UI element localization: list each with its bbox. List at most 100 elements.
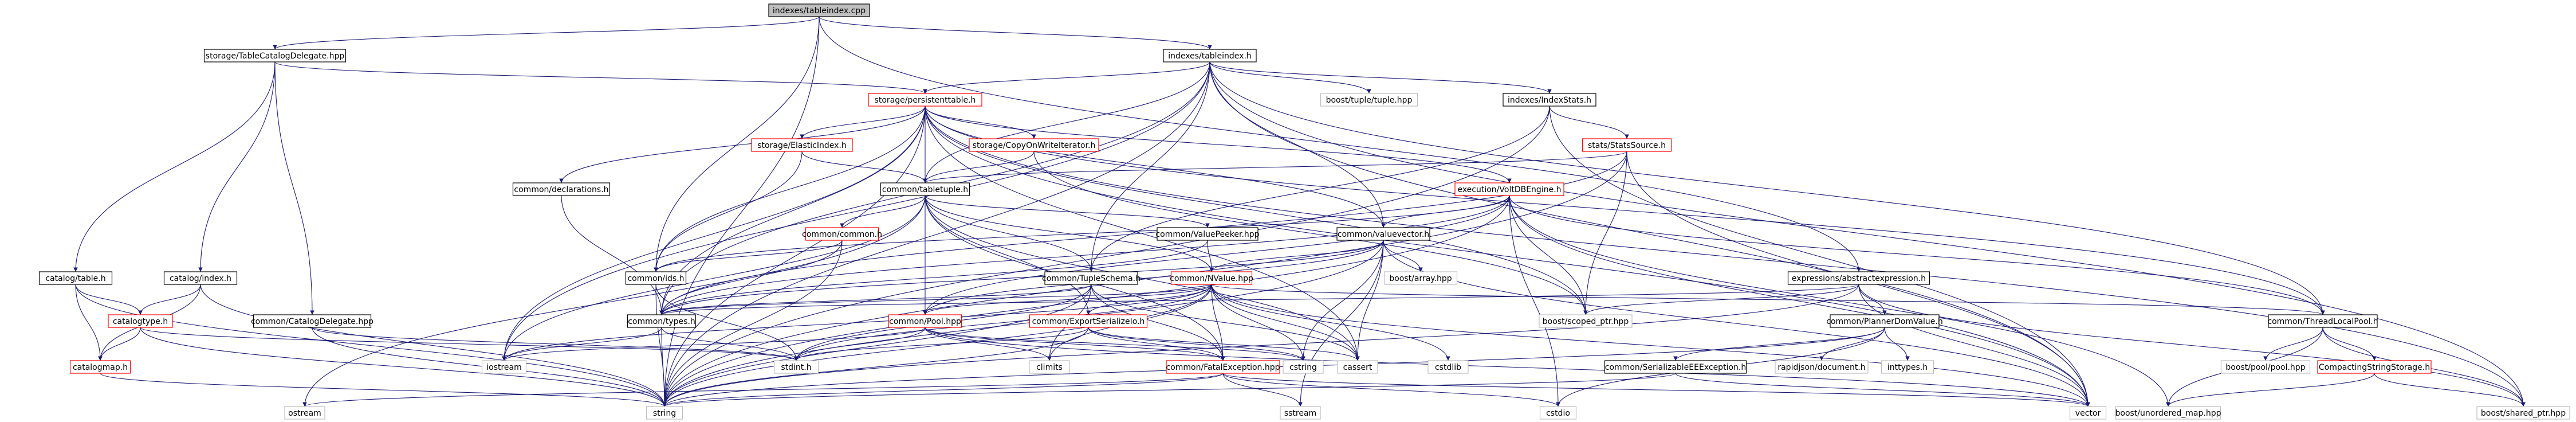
file-nodes: indexes/tableindex.cpp storage/TableCatal… <box>38 3 2570 420</box>
node-pool-hpp[interactable]: common/Pool.hpp <box>888 314 962 328</box>
node-label: stats/StatsSource.h <box>1588 141 1666 150</box>
node-sstream[interactable]: sstream <box>1280 406 1321 420</box>
node-rapidjson-h[interactable]: rapidjson/document.h <box>1775 360 1869 374</box>
node-label: CompactingStringStorage.h <box>2319 363 2430 372</box>
node-scoped-ptr-hpp[interactable]: boost/scoped_ptr.hpp <box>1539 314 1633 328</box>
edge-indexstats-h-to-string <box>662 106 1550 407</box>
node-label: storage/ElasticIndex.h <box>757 141 846 150</box>
edge-types-h-to-iostream <box>502 327 662 361</box>
edge-tabletuple-h-to-exportserializeio-h <box>925 195 1091 315</box>
edge-indexstats-h-to-vector <box>1549 106 2090 407</box>
edge-persistenttable-h-to-vector <box>925 106 2090 407</box>
node-catalog-table-h[interactable]: catalog/table.h <box>38 271 113 285</box>
node-cassert[interactable]: cassert <box>1337 360 1378 374</box>
node-catalog-index-h[interactable]: catalog/index.h <box>163 271 238 285</box>
node-exportserializeio-h[interactable]: common/ExportSerializeIo.h <box>1029 314 1148 328</box>
node-string[interactable]: string <box>646 406 683 420</box>
edge-abstractexpression-h-to-plannerdomvalue-h <box>1858 284 1887 315</box>
edge-tabletuple-h-to-valuepeeker-hpp <box>925 195 1210 228</box>
node-label: storage/persistenttable.h <box>875 96 976 105</box>
node-array-hpp[interactable]: boost/array.hpp <box>1383 271 1458 285</box>
node-tableindex-h[interactable]: indexes/tableindex.h <box>1163 49 1257 62</box>
edge-cowiter-h-to-scoped-ptr-hpp <box>1033 151 1588 315</box>
node-label: common/CatalogDelegate.hpp <box>251 317 373 326</box>
node-voltdbengine-h[interactable]: execution/VoltDBEngine.h <box>1454 182 1564 196</box>
node-plannerdomvalue-h[interactable]: common/PlannerDomValue.h <box>1826 314 1943 328</box>
node-label: common/tabletuple.h <box>882 185 968 194</box>
node-vector[interactable]: vector <box>2069 406 2107 420</box>
node-label: indexes/IndexStats.h <box>1508 96 1591 105</box>
node-box <box>768 3 870 17</box>
node-cstdio[interactable]: cstdio <box>1539 406 1577 420</box>
node-label: common/PlannerDomValue.h <box>1826 317 1942 326</box>
node-label: catalogtype.h <box>113 317 168 326</box>
node-compactingstring-h[interactable]: CompactingStringStorage.h <box>2317 360 2432 374</box>
node-box <box>203 49 347 62</box>
node-label: iostream <box>486 363 522 372</box>
edge-persistenttable-h-to-shared-ptr-hpp <box>925 106 2526 407</box>
edge-plannerdomvalue-h-to-rapidjson-h <box>1819 327 1885 361</box>
node-cstring[interactable]: cstring <box>1283 360 1324 374</box>
node-fatalexception-hpp[interactable]: common/FatalException.hpp <box>1166 360 1280 374</box>
node-label: catalog/table.h <box>45 274 105 283</box>
node-iostream[interactable]: iostream <box>481 360 527 374</box>
node-ostream[interactable]: ostream <box>284 406 325 420</box>
node-label: execution/VoltDBEngine.h <box>1457 185 1561 194</box>
node-stdint-h[interactable]: stdint.h <box>773 360 819 374</box>
edge-tableindex-cpp-to-abstractexpression-h <box>819 16 1861 272</box>
edge-voltdbengine-h-to-string <box>662 195 1510 407</box>
node-pool-pool-hpp[interactable]: boost/pool/pool.hpp <box>2220 360 2311 374</box>
node-catalogdelegate-hpp[interactable]: common/CatalogDelegate.hpp <box>251 314 373 328</box>
edge-fatalexception-hpp-to-ostream <box>302 373 1224 407</box>
node-declarations-h[interactable]: common/declarations.h <box>512 182 611 196</box>
node-climits[interactable]: climits <box>1029 360 1070 374</box>
edge-tcd-hpp-to-persistenttable-h <box>274 61 927 94</box>
edge-voltdbengine-h-to-pool-hpp <box>923 195 1510 315</box>
node-box <box>284 406 325 420</box>
node-ids-h[interactable]: common/ids.h <box>625 271 687 285</box>
node-persistenttable-h[interactable]: storage/persistenttable.h <box>868 93 982 107</box>
node-unordered-map-hpp[interactable]: boost/unordered_map.hpp <box>2115 406 2221 420</box>
node-catalogmap-h[interactable]: catalogmap.h <box>69 360 131 374</box>
node-abstractexpression-h[interactable]: expressions/abstractexpression.h <box>1787 271 1930 285</box>
edge-fatalexception-hpp-to-sstream <box>1222 373 1303 407</box>
node-tableindex-cpp[interactable]: indexes/tableindex.cpp <box>768 3 870 17</box>
node-indexstats-h[interactable]: indexes/IndexStats.h <box>1503 93 1596 107</box>
node-label: cstdio <box>1546 409 1570 418</box>
node-box <box>1157 227 1258 241</box>
node-common-common-h[interactable]: common/common.h <box>802 227 882 241</box>
node-inttypes-h[interactable]: inttypes.h <box>1881 360 1934 374</box>
node-statssource-h[interactable]: stats/StatsSource.h <box>1582 138 1672 152</box>
edge-valuevector-h-to-pool-hpp <box>923 240 1384 315</box>
node-box <box>868 93 982 107</box>
edge-tableindex-h-to-tabletuple-h <box>923 61 1210 183</box>
node-types-h[interactable]: common/types.h <box>627 314 697 328</box>
node-valuepeeker-hpp[interactable]: common/ValuePeeker.hpp <box>1155 227 1260 241</box>
node-catalogtype-h[interactable]: catalogtype.h <box>108 314 173 328</box>
node-cowiter-h[interactable]: storage/CopyOnWriteIterator.h <box>969 138 1099 152</box>
edge-abstractexpression-h-to-string <box>662 284 1859 407</box>
edge-tabletuple-h-to-cassert <box>925 195 1360 361</box>
node-box <box>880 182 970 196</box>
edge-fatalexception-hpp-to-cstdio <box>1222 373 1560 407</box>
node-nvalue-hpp[interactable]: common/NValue.hpp <box>1170 271 1253 285</box>
node-elasticindex-h[interactable]: storage/ElasticIndex.h <box>751 138 853 152</box>
node-tcd-hpp[interactable]: storage/TableCatalogDelegate.hpp <box>203 49 347 62</box>
edge-voltdbengine-h-to-types-h <box>659 195 1510 315</box>
node-tuple-hpp[interactable]: boost/tuple/tuple.hpp <box>1320 93 1418 107</box>
edge-nvalue-hpp-to-cassert <box>1211 284 1360 361</box>
edge-voltdbengine-h-to-scoped-ptr-hpp <box>1509 195 1588 315</box>
node-tupleschema-h[interactable]: common/TupleSchema.h <box>1042 271 1140 285</box>
node-valuevector-h[interactable]: common/valuevector.h <box>1336 227 1430 241</box>
edge-ids-h-to-stdint-h <box>655 284 799 361</box>
node-serializableee-h[interactable]: common/SerializableEEException.h <box>1604 360 1747 374</box>
node-shared-ptr-hpp[interactable]: boost/shared_ptr.hpp <box>2476 406 2570 420</box>
edge-common-common-h-to-types-h <box>659 240 843 315</box>
edge-threadlocalpool-h-to-compactingstring-h <box>2322 327 2377 361</box>
node-label: catalogmap.h <box>73 363 128 372</box>
node-cstdlib[interactable]: cstdlib <box>1427 360 1469 374</box>
node-threadlocalpool-h[interactable]: common/ThreadLocalPool.h <box>2267 314 2378 328</box>
node-tabletuple-h[interactable]: common/tabletuple.h <box>880 182 970 196</box>
edge-voltdbengine-h-to-ids-h <box>654 195 1510 272</box>
node-box <box>1539 314 1633 328</box>
